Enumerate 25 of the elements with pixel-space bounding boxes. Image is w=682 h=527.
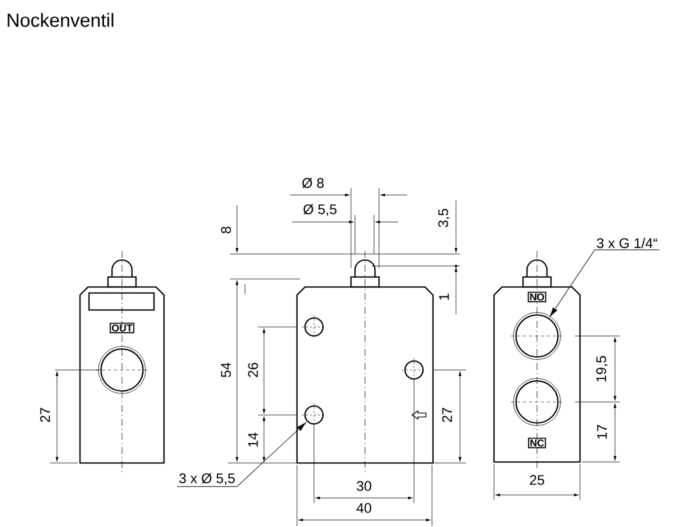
port-circle	[515, 314, 559, 358]
callout-text: 3 x G 1/4“	[596, 238, 658, 248]
dimension-label: 17	[597, 424, 607, 439]
dimension-label: 8	[221, 226, 231, 234]
dimension-label: 54	[221, 362, 231, 378]
port-label: OUT	[110, 322, 134, 334]
dimension-label: 27	[40, 408, 50, 422]
dimension-label: 40	[356, 503, 372, 513]
dimension-label: 1	[439, 294, 449, 300]
title: Nockenventil	[8, 13, 114, 27]
mounting-hole	[304, 405, 324, 425]
dimension-label: 25	[530, 475, 544, 485]
dimension-label: 26	[248, 362, 258, 378]
callout-text: 3 x Ø 5,5	[179, 473, 235, 485]
port-label: NC	[528, 438, 546, 448]
dimension-label: Ø 5,5	[303, 204, 336, 216]
dimension-label: 14	[248, 432, 258, 447]
dimension-label: 19,5	[596, 356, 608, 382]
dimension-label: 3,5	[438, 208, 450, 228]
leader-line	[550, 250, 660, 317]
port-label: NO	[528, 292, 546, 302]
dimension-label: 27	[442, 408, 452, 422]
dimension-label: 30	[356, 481, 372, 491]
leader-line	[176, 422, 306, 487]
dimension-label: Ø 8	[302, 178, 324, 188]
